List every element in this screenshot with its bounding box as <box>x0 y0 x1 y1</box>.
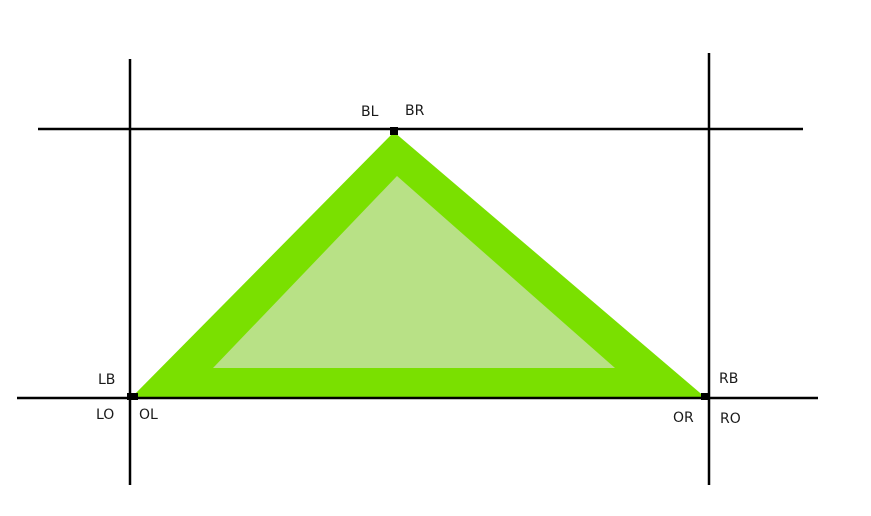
triangle-fill <box>213 176 615 368</box>
left-corner-marker <box>127 393 138 400</box>
label-or: OR <box>673 410 694 426</box>
label-ol: OL <box>139 407 158 423</box>
label-lo: LO <box>96 407 114 423</box>
apex-marker <box>390 127 398 135</box>
label-bl: BL <box>361 104 379 120</box>
label-br: BR <box>405 103 425 119</box>
label-rb: RB <box>719 371 738 387</box>
right-corner-marker <box>701 393 709 400</box>
label-lb: LB <box>98 372 115 388</box>
label-ro: RO <box>720 411 741 427</box>
